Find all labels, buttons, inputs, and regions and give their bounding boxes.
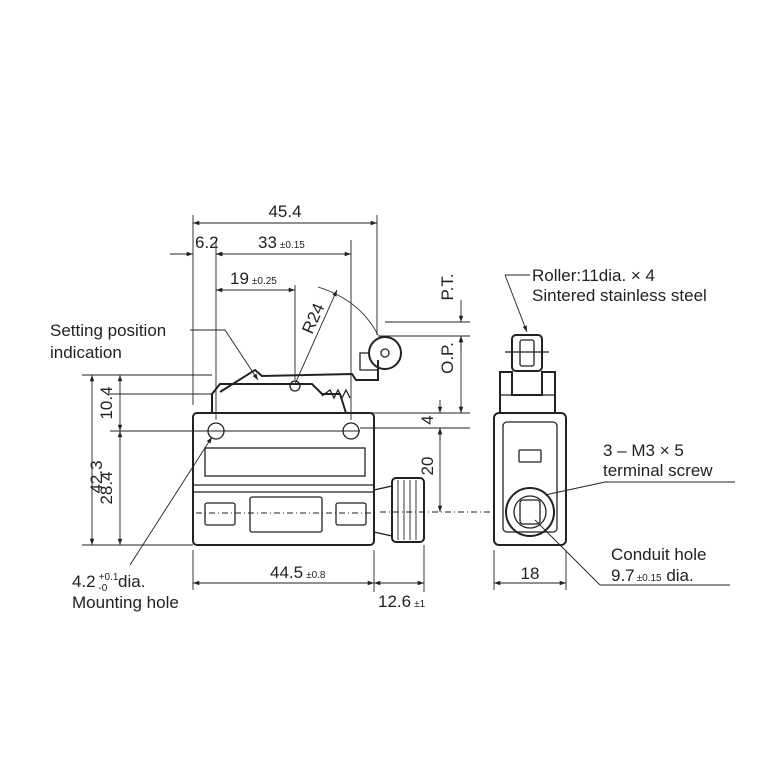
dim-44-5-group: 44.5±0.8 bbox=[270, 563, 326, 582]
dim-6-2: 6.2 bbox=[195, 233, 219, 252]
conduit-tol: ±0.15 bbox=[637, 573, 662, 584]
front-dimension-labels: 45.4 6.2 33±0.15 19±0.25 R24 42.3 10.4 2… bbox=[50, 202, 457, 612]
dim-pt: P.T. bbox=[438, 273, 457, 300]
conduit-hole bbox=[505, 487, 555, 537]
dim-19-tol: ±0.25 bbox=[252, 276, 277, 287]
mounting-hole-dia: 4.2 bbox=[72, 572, 96, 591]
side-slot bbox=[518, 449, 542, 463]
side-head bbox=[499, 371, 556, 413]
dim-op: O.P. bbox=[438, 342, 457, 374]
dim-12-6-group: 12.6±1 bbox=[378, 592, 426, 611]
roller-label-2: Sintered stainless steel bbox=[532, 286, 707, 305]
setting-position-label-2: indication bbox=[50, 343, 122, 362]
mounting-hole-spec: 4.2+0.1-0 dia. bbox=[72, 572, 145, 594]
conduit-connector bbox=[391, 477, 425, 543]
dim-side-width: 18 bbox=[521, 564, 540, 583]
setting-position-label-1: Setting position bbox=[50, 321, 166, 340]
dim-20: 20 bbox=[418, 457, 437, 476]
roller-side bbox=[511, 334, 543, 372]
side-dimension-lines bbox=[493, 274, 735, 590]
mounting-hole-tol-upper: +0.1 bbox=[99, 572, 119, 583]
dim-12-6-tol: ±1 bbox=[414, 599, 425, 610]
dim-4: 4 bbox=[418, 415, 437, 424]
conduit-dia: 9.7 bbox=[611, 566, 635, 585]
label-window bbox=[204, 447, 366, 477]
mounting-hole-unit: dia. bbox=[113, 572, 145, 591]
dim-33: 33 bbox=[258, 233, 277, 252]
lever-arm bbox=[219, 360, 379, 393]
switch-body bbox=[192, 412, 375, 546]
side-body bbox=[493, 412, 567, 546]
side-view bbox=[493, 334, 567, 546]
roller-axle-front bbox=[380, 348, 390, 358]
center-lines bbox=[196, 511, 500, 514]
connector-neck bbox=[373, 485, 393, 537]
connector-ribs bbox=[397, 480, 417, 540]
lever-spring bbox=[321, 388, 351, 400]
mounting-hole-label: Mounting hole bbox=[72, 593, 179, 612]
mounting-hole-tol-lower: -0 bbox=[98, 583, 107, 594]
lever-pivot bbox=[289, 380, 301, 392]
dim-44-5-tol: ±0.8 bbox=[306, 570, 326, 581]
switch-head bbox=[211, 383, 347, 414]
bottom-slot-right bbox=[335, 502, 367, 526]
bottom-slot-left bbox=[204, 502, 236, 526]
dim-19: 19 bbox=[230, 269, 249, 288]
terminal-label-2: terminal screw bbox=[603, 461, 713, 480]
dim-12-6: 12.6 bbox=[378, 592, 411, 611]
dim-33-tol: ±0.15 bbox=[280, 240, 305, 251]
side-body-inner bbox=[502, 421, 558, 533]
roller-bracket bbox=[359, 352, 378, 371]
dim-19-group: 19±0.25 bbox=[230, 269, 277, 288]
dim-42-3: 42.3 bbox=[87, 460, 106, 493]
roller-label-1: Roller:11dia. × 4 bbox=[532, 266, 655, 285]
dim-overall-width: 45.4 bbox=[268, 202, 301, 221]
conduit-label-1: Conduit hole bbox=[611, 545, 706, 564]
side-dimension-labels: 18 Roller:11dia. × 4 Sintered stainless … bbox=[521, 266, 714, 585]
terminal-label-1: 3 – M3 × 5 bbox=[603, 441, 684, 460]
conduit-hole-inner bbox=[513, 495, 547, 529]
terminal-screw-head bbox=[519, 499, 541, 525]
dim-28-4: 28.4 bbox=[97, 471, 116, 504]
front-dimension-lines bbox=[82, 215, 470, 592]
roller-front bbox=[368, 336, 402, 370]
dim-10-4: 10.4 bbox=[97, 386, 116, 419]
front-view bbox=[192, 336, 425, 546]
conduit-label-2: 9.7±0.15 dia. bbox=[611, 566, 694, 585]
conduit-unit: dia. bbox=[662, 566, 694, 585]
bottom-slot-mid bbox=[249, 496, 323, 533]
dim-33-group: 33±0.15 bbox=[258, 233, 305, 252]
dim-44-5: 44.5 bbox=[270, 563, 303, 582]
roller-side-hub bbox=[519, 339, 535, 367]
